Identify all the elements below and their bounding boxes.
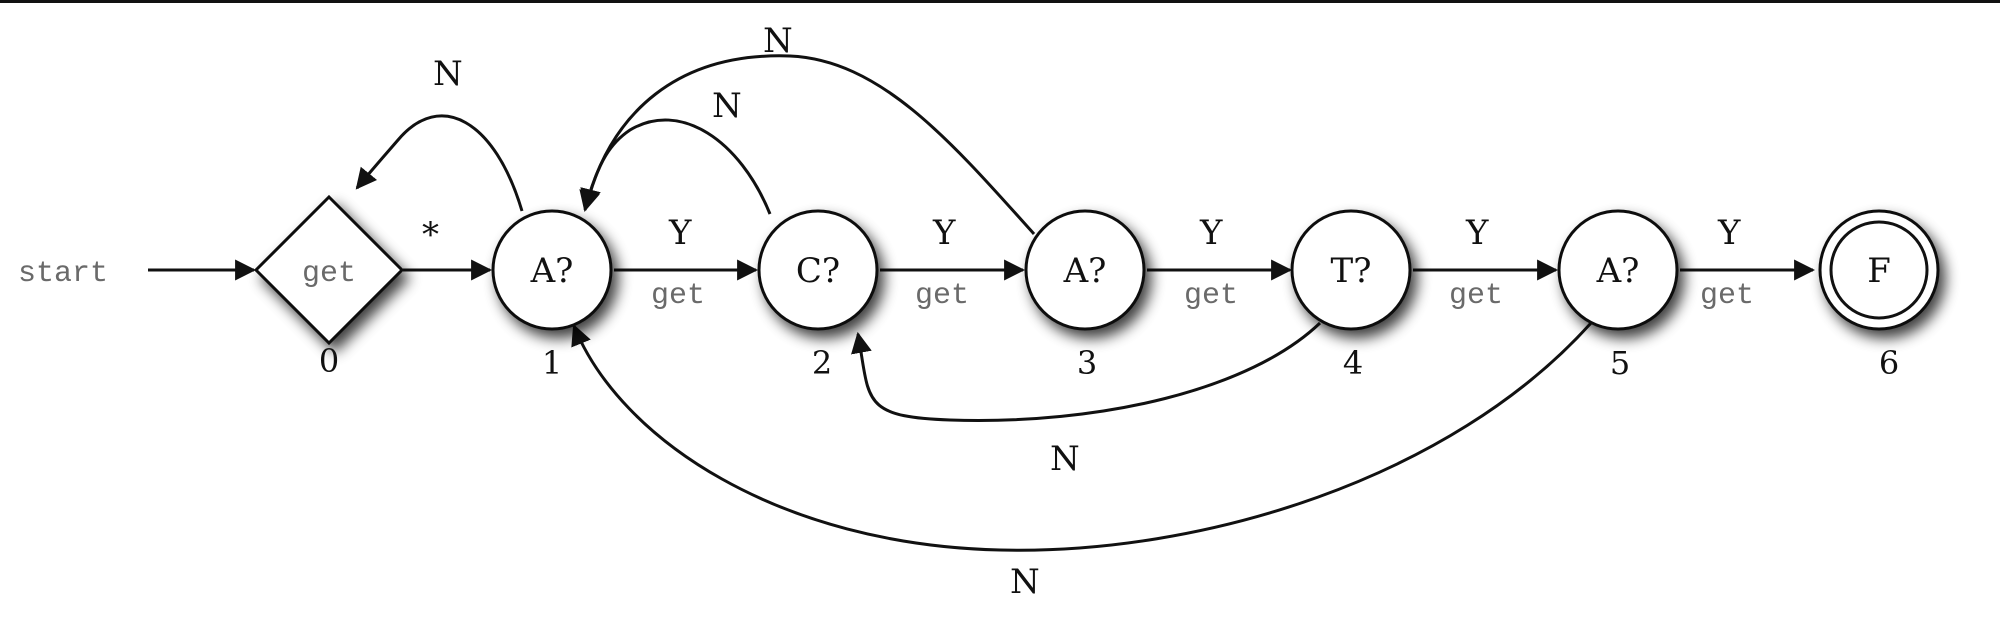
node-5-circle: A? 5 (1557, 209, 1679, 382)
node-2-index: 2 (812, 344, 832, 382)
edge-2-1-label: N (712, 86, 742, 126)
edge-2-3-label: Y (932, 213, 956, 253)
node-3-text: A? (1063, 251, 1107, 291)
node-0-index: 0 (319, 342, 339, 380)
edge-5-6-label: Y (1717, 213, 1741, 253)
start-label: start (18, 257, 108, 291)
edge-3-1-label: N (763, 21, 793, 61)
node-5-text: A? (1596, 251, 1640, 291)
edge-3-to-1 (579, 54, 1036, 235)
node-6-index: 6 (1879, 344, 1899, 382)
node-3-circle: A? 3 (1024, 209, 1146, 382)
edge-1-to-0 (355, 114, 524, 212)
node-6-text: F (1867, 251, 1891, 291)
edge-4-2-label: N (1050, 439, 1080, 479)
edge-1-2-label: Y (668, 213, 692, 253)
edge-5-1-label: N (1010, 562, 1040, 602)
edge-0-1-label: * (422, 215, 439, 255)
node-5-index: 5 (1610, 344, 1630, 382)
node-6-final-state: F 6 (1818, 209, 1940, 382)
edge-3-4-label: Y (1199, 213, 1223, 253)
node-1-circle: A? 1 (491, 209, 613, 382)
node-2-text: C? (796, 251, 840, 291)
node-4-circle: T? 4 (1290, 209, 1412, 382)
edge-4-5-label: Y (1465, 213, 1489, 253)
node-4-index: 4 (1343, 344, 1363, 382)
edge-4-5-action: get (1449, 279, 1503, 313)
edge-1-0-label: N (433, 54, 463, 94)
node-1-text: A? (530, 251, 574, 291)
node-1-index: 1 (542, 344, 562, 382)
edge-1-2-action: get (651, 279, 705, 313)
edge-4-to-2 (851, 321, 1322, 422)
edge-2-3-action: get (915, 279, 969, 313)
node-2-circle: C? 2 (757, 209, 879, 382)
top-border-line (0, 0, 2000, 3)
node-0-diamond: get 0 (253, 194, 405, 380)
node-4-text: T? (1331, 251, 1372, 291)
node-0-text: get (302, 257, 356, 291)
edge-3-4-action: get (1184, 279, 1238, 313)
node-3-index: 3 (1077, 344, 1097, 382)
edge-5-to-1 (571, 321, 1593, 552)
edge-5-6-action: get (1700, 279, 1754, 313)
edge-2-to-1 (580, 118, 772, 215)
